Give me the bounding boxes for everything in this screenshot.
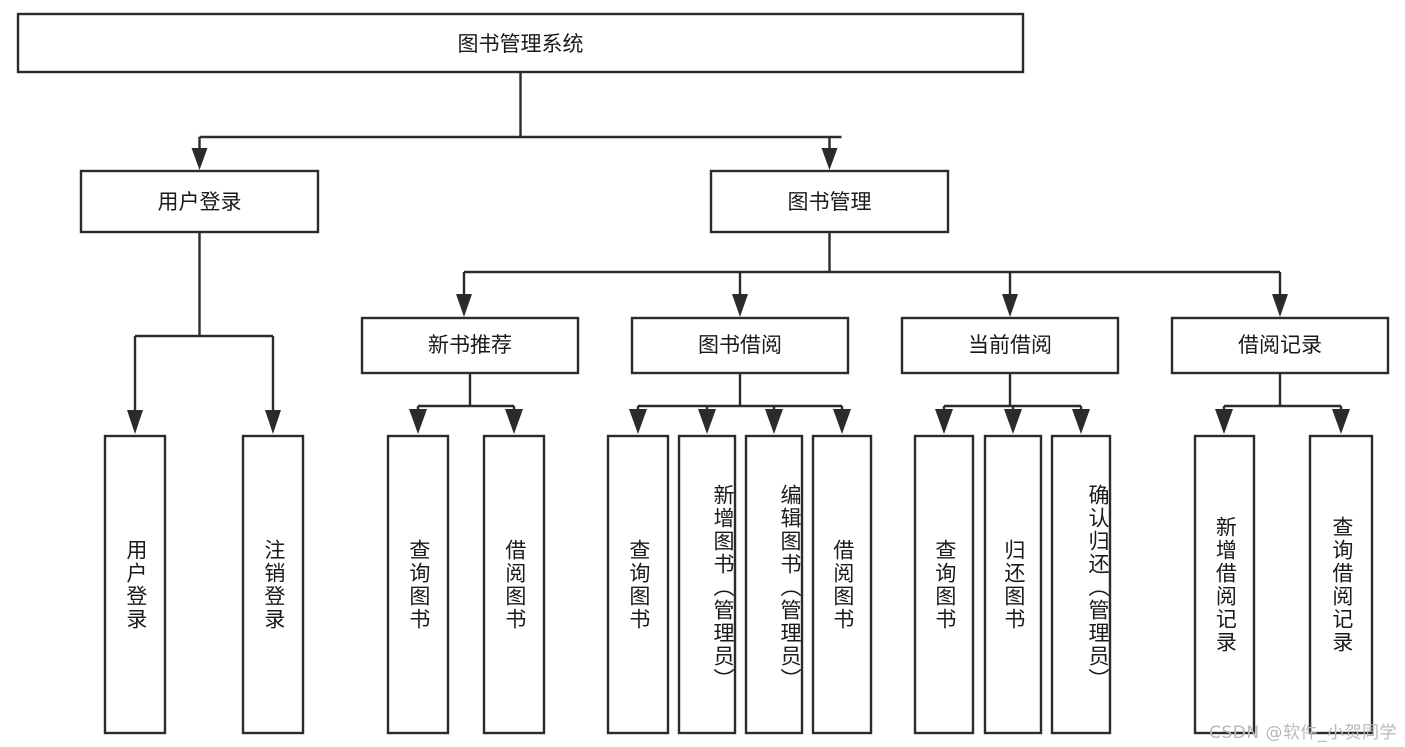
arrow-head-leaf-add-book	[698, 409, 716, 434]
arrow-head-new-book-rec	[456, 294, 472, 317]
arrow-head-leaf-query-book-3	[935, 409, 953, 434]
node-user-login-label: 用户登录	[158, 190, 242, 214]
node-new-book-rec[interactable]: 新书推荐	[360, 316, 580, 375]
node-leaf-user-login-box[interactable]	[103, 434, 167, 735]
leaf-boxes	[103, 434, 1374, 735]
node-leaf-query-book-3-box[interactable]	[913, 434, 975, 735]
arrow-head-book-manage	[821, 148, 838, 170]
node-root[interactable]: 图书管理系统	[16, 12, 1025, 74]
arrow-head-leaf-logout	[265, 410, 281, 434]
watermark-text: CSDN @软件_小贺同学	[1209, 723, 1397, 743]
connector-group-borrow-record	[1215, 373, 1350, 434]
arrow-head-user-login	[191, 148, 208, 170]
node-current-borrow[interactable]: 当前借阅	[900, 316, 1120, 375]
node-current-borrow-box[interactable]	[900, 316, 1120, 375]
node-book-borrow-box[interactable]	[630, 316, 850, 375]
node-new-book-rec-box[interactable]	[360, 316, 580, 375]
node-leaf-add-book-box[interactable]	[677, 434, 737, 735]
arrow-head-leaf-query-record	[1332, 409, 1350, 434]
connector-group-book-borrow	[629, 373, 851, 434]
node-leaf-add-record-box[interactable]	[1193, 434, 1256, 735]
arrow-head-leaf-edit-book	[765, 409, 783, 434]
node-borrow-record[interactable]: 借阅记录	[1170, 316, 1390, 375]
node-leaf-confirm-return-box[interactable]	[1050, 434, 1112, 735]
node-borrow-record-label: 借阅记录	[1238, 333, 1322, 357]
node-leaf-query-record-box[interactable]	[1308, 434, 1374, 735]
arrow-head-book-borrow	[732, 294, 748, 317]
node-book-borrow-label: 图书借阅	[698, 333, 782, 357]
connector-group-book-manage	[456, 232, 1288, 317]
node-root-label: 图书管理系统	[458, 32, 584, 56]
arrow-head-leaf-confirm-return	[1072, 409, 1090, 434]
arrow-head-borrow-record	[1272, 294, 1288, 317]
node-current-borrow-label: 当前借阅	[968, 333, 1052, 357]
arrow-head-leaf-user-login	[127, 410, 143, 434]
node-book-manage-label: 图书管理	[788, 190, 872, 214]
node-user-login-box[interactable]	[79, 169, 320, 234]
arrow-head-leaf-query-book-1	[409, 409, 427, 434]
node-leaf-return-book-box[interactable]	[983, 434, 1043, 735]
node-root-box[interactable]	[16, 12, 1025, 74]
arrow-head-leaf-borrow-book-1	[505, 409, 523, 434]
arrow-head-leaf-query-book-2	[629, 409, 647, 434]
connector-group-root	[191, 72, 842, 170]
node-new-book-rec-label: 新书推荐	[428, 333, 512, 357]
node-book-borrow[interactable]: 图书借阅	[630, 316, 850, 375]
arrow-head-current-borrow	[1002, 294, 1018, 317]
arrow-head-leaf-add-record	[1215, 409, 1233, 434]
node-leaf-query-book-1-box[interactable]	[386, 434, 450, 735]
node-leaf-borrow-book-1-box[interactable]	[482, 434, 546, 735]
node-leaf-edit-book-box[interactable]	[744, 434, 804, 735]
arrow-head-leaf-return-book	[1004, 409, 1022, 434]
node-leaf-logout-box[interactable]	[241, 434, 305, 735]
connector-group-new-book-rec	[409, 373, 523, 434]
node-book-manage[interactable]: 图书管理	[709, 169, 950, 234]
connector-group-current-borrow	[935, 373, 1090, 434]
node-user-login[interactable]: 用户登录	[79, 169, 320, 234]
node-book-manage-box[interactable]	[709, 169, 950, 234]
node-leaf-query-book-2-box[interactable]	[606, 434, 670, 735]
node-leaf-borrow-book-2-box[interactable]	[811, 434, 873, 735]
connector-group-user-login	[127, 232, 281, 434]
arrow-head-leaf-borrow-book-2	[833, 409, 851, 434]
node-borrow-record-box[interactable]	[1170, 316, 1390, 375]
